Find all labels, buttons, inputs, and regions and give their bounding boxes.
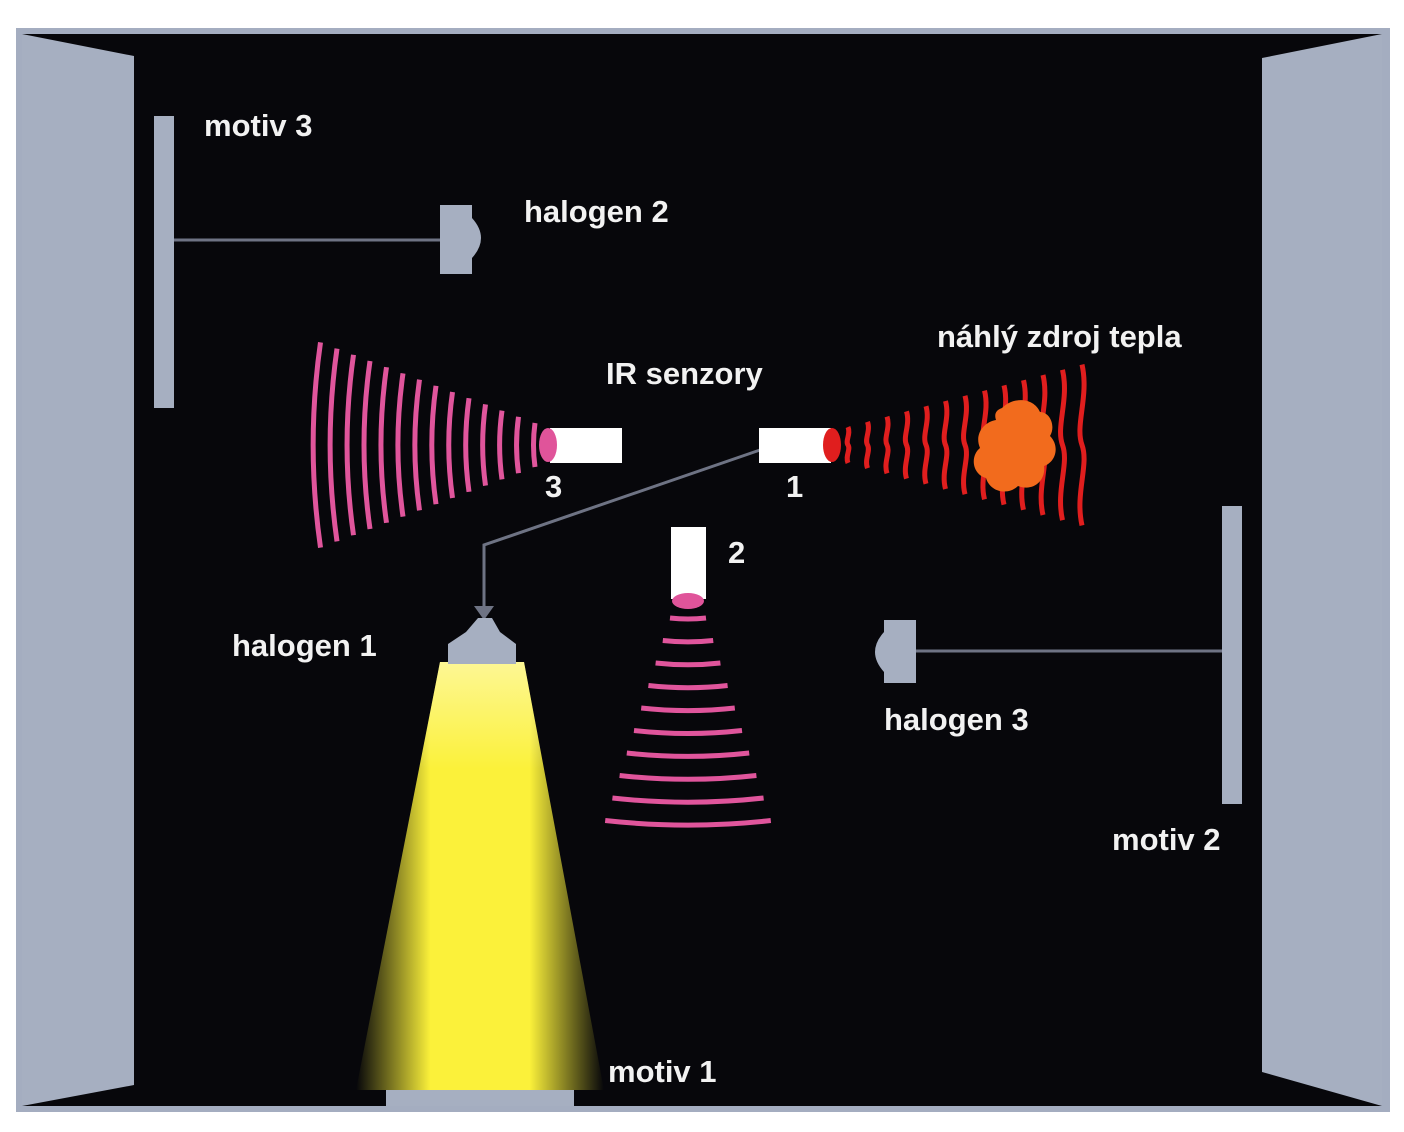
ir-wave-arc [327, 348, 340, 542]
sensor-3-body [550, 428, 622, 463]
left-wall [22, 34, 134, 1106]
sensor-2-lens [672, 593, 704, 609]
halogen-1-beam-glow [356, 662, 604, 1090]
label-sensor-3: 3 [545, 469, 562, 504]
ir-wave-arc [378, 366, 389, 524]
heat-wave-arc [864, 420, 871, 470]
ir-wave-arc [429, 385, 439, 505]
ir-wave-arc [412, 379, 422, 511]
motiv-1-panel [386, 1089, 574, 1106]
label-halogen-2: halogen 2 [524, 194, 669, 229]
label-motiv-1: motiv 1 [608, 1054, 717, 1089]
ir-wave-arc [619, 773, 757, 782]
label-sensor-1: 1 [786, 469, 803, 504]
label-motiv-2: motiv 2 [1112, 822, 1221, 857]
ir-wave-arc [514, 416, 521, 474]
heat-wave-arc [1058, 369, 1067, 521]
ir-wave-arc [612, 795, 764, 805]
sensor-3-ir-waves [310, 342, 538, 548]
right-wall [1262, 34, 1382, 1106]
sensor-1-lens [823, 428, 841, 462]
ir-wave-arc [640, 705, 736, 714]
control-wire [482, 448, 761, 612]
heat-wave-arc [883, 415, 891, 475]
ir-wave-arc [633, 728, 743, 736]
heat-wave-arc [941, 400, 950, 490]
label-halogen-1: halogen 1 [232, 628, 377, 663]
ir-wave-arc [662, 638, 714, 645]
ir-wave-arc [626, 750, 750, 759]
heat-wave-arc [922, 405, 930, 485]
ir-wave-arc [531, 422, 538, 468]
ir-wave-arc [463, 397, 472, 493]
sensor-1-body [759, 428, 831, 463]
ir-wave-arc [361, 360, 373, 530]
sensor-2-body [671, 527, 706, 599]
label-halogen-3: halogen 3 [884, 702, 1029, 737]
label-sensor-2: 2 [728, 535, 745, 570]
ir-wave-arc [669, 615, 707, 622]
heat-source-blob [973, 400, 1056, 492]
wire-arrowhead [474, 606, 494, 620]
ir-wave-arc [344, 354, 356, 536]
ir-wave-arc [446, 391, 455, 499]
heat-wave-arc [902, 410, 911, 480]
heat-wave-arc [1077, 364, 1087, 526]
heat-wave-arc [961, 395, 969, 495]
ir-wave-arc [310, 342, 323, 548]
sensor-2-ir-waves [604, 615, 772, 828]
halogen-1-lamp [448, 618, 516, 664]
ir-wave-arc [604, 818, 772, 828]
heat-wave-arc [844, 426, 852, 464]
label-nahly-zdroj-tepla: náhlý zdroj tepla [937, 319, 1182, 354]
halogen-2-lamp [440, 205, 481, 274]
ir-wave-arc [480, 404, 488, 486]
sensor-3-lens [539, 428, 557, 462]
label-ir-senzory: IR senzory [606, 356, 764, 391]
ir-wave-arc [648, 683, 728, 691]
motiv-2-panel [1222, 506, 1242, 804]
halogen-3-lamp [875, 620, 916, 683]
motiv-3-panel [154, 116, 174, 408]
label-motiv-3: motiv 3 [204, 108, 313, 143]
ir-wave-arc [497, 410, 505, 480]
ir-wave-arc [395, 373, 406, 517]
ir-wave-arc [655, 660, 721, 668]
